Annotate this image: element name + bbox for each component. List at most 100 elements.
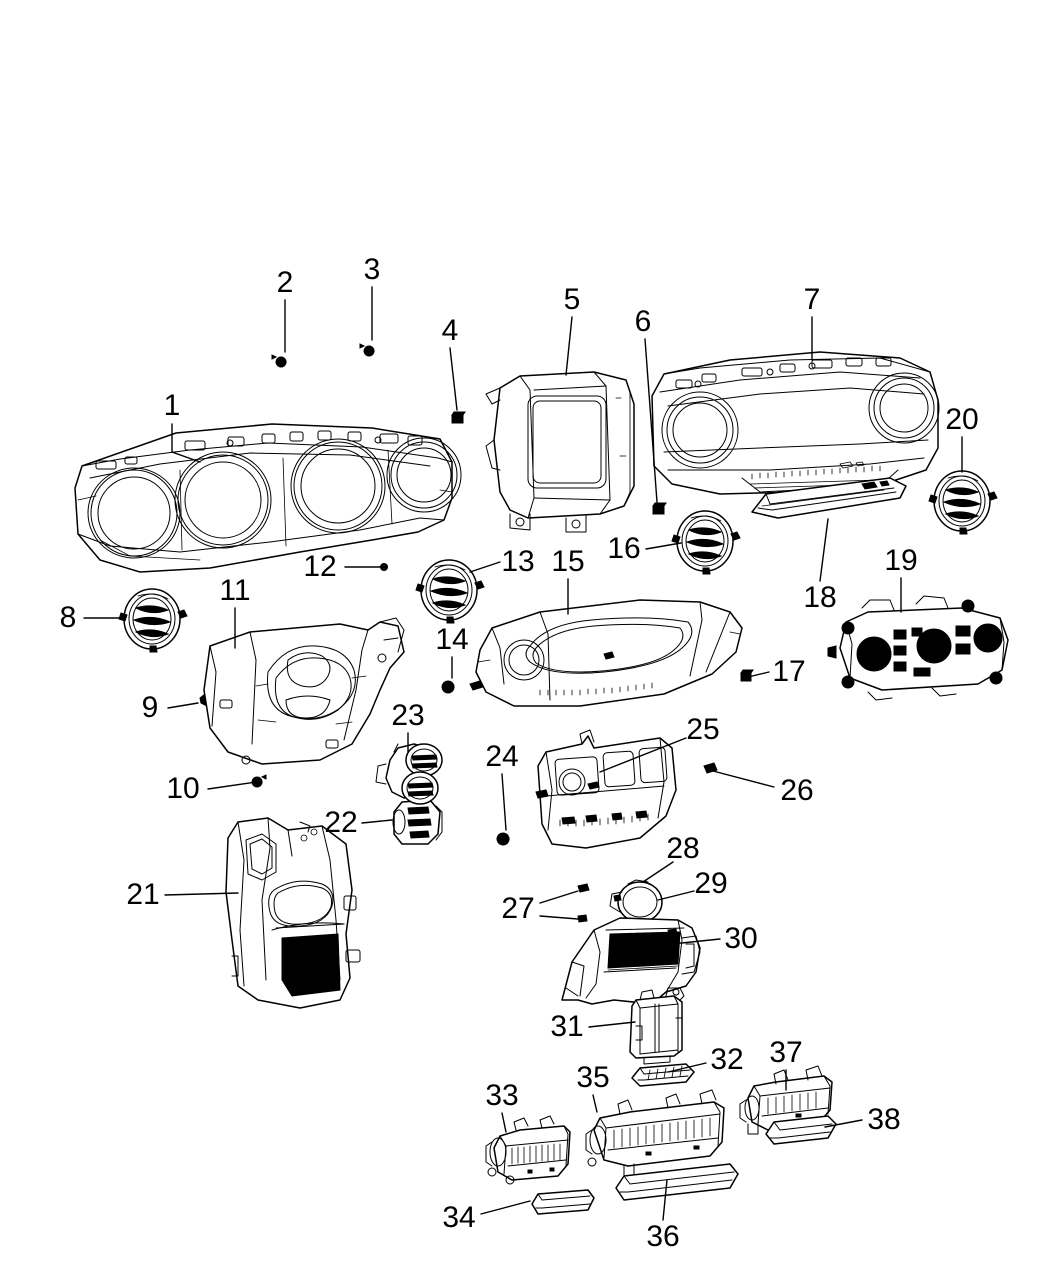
callout-number-20: 20	[945, 403, 979, 436]
leader-line-35	[592, 1094, 598, 1113]
leader-line-6	[644, 338, 658, 503]
leader-line-33	[501, 1112, 507, 1133]
part-8-air-vent	[118, 588, 188, 653]
leader-line-38	[824, 1119, 863, 1128]
part-17-clip	[740, 669, 754, 682]
callout-number-27: 27	[501, 892, 535, 925]
callout-number-26: 26	[780, 774, 814, 807]
callout-number-8: 8	[59, 601, 77, 634]
callout-number-14: 14	[435, 623, 469, 656]
part-20-air-vent	[928, 470, 998, 535]
part-22-power-plug	[392, 799, 443, 845]
leader-line-21	[164, 892, 239, 896]
callout-number-6: 6	[634, 305, 652, 338]
leader-line-34	[480, 1200, 531, 1215]
part-34-duct-grille	[531, 1189, 595, 1215]
part-27-clips	[577, 883, 590, 923]
part-16-air-vent	[671, 510, 741, 575]
callout-number-10: 10	[166, 772, 200, 805]
part-23-power-receptacle	[375, 743, 443, 805]
callout-number-24: 24	[485, 740, 519, 773]
part-13-air-vent	[415, 559, 485, 624]
callout-number-15: 15	[551, 545, 585, 578]
part-33-duct-housing	[485, 1115, 571, 1185]
part-21-end-cap	[225, 817, 361, 1009]
leader-line-31	[588, 1021, 636, 1028]
leader-line-1	[171, 423, 201, 463]
part-3-screw	[359, 343, 375, 357]
part-38-duct-grille	[765, 1115, 837, 1145]
callout-number-17: 17	[772, 655, 806, 688]
callout-number-3: 3	[363, 253, 381, 286]
part-15-center-bezel	[469, 599, 743, 707]
leader-lines	[83, 286, 963, 1221]
callout-number-7: 7	[803, 283, 821, 316]
callout-number-21: 21	[126, 878, 160, 911]
callout-number-22: 22	[324, 806, 358, 839]
leader-line-36	[662, 1179, 668, 1221]
part-11-column-cover	[203, 617, 405, 765]
callout-number-23: 23	[391, 699, 425, 732]
leader-line-29	[657, 890, 695, 901]
part-35-duct-housing	[585, 1089, 725, 1177]
part-19-hvac-control	[827, 595, 1009, 701]
callout-number-38: 38	[867, 1103, 901, 1136]
callout-number-35: 35	[576, 1061, 610, 1094]
callout-number-1: 1	[163, 389, 181, 422]
part-30-closeout-panel	[561, 917, 701, 1005]
part-10-clip	[251, 774, 267, 788]
leader-line-9	[167, 702, 199, 709]
part-24-clip	[496, 832, 510, 846]
part-18-trim-applique	[751, 477, 907, 519]
callout-number-16: 16	[607, 532, 641, 565]
part-6-clip	[652, 502, 667, 515]
leader-line-32	[667, 1062, 707, 1073]
callout-number-2: 2	[276, 266, 294, 299]
part-2-screw	[271, 354, 287, 368]
leader-line-16	[645, 542, 682, 550]
leader-line-5	[565, 316, 573, 376]
callout-number-29: 29	[694, 867, 728, 900]
part-31-bin-housing	[629, 987, 685, 1065]
part-25-switch-bezel	[535, 729, 677, 849]
callout-number-19: 19	[884, 544, 918, 577]
leader-line-22	[361, 819, 393, 824]
callout-number-5: 5	[563, 283, 581, 316]
leader-line-30	[671, 938, 721, 945]
part-4-clip	[451, 411, 466, 424]
leader-line-10	[207, 781, 257, 790]
callout-number-12: 12	[303, 550, 337, 583]
callout-number-30: 30	[724, 922, 758, 955]
part-7-passenger-bezel	[651, 351, 940, 495]
callout-number-4: 4	[441, 314, 459, 347]
callout-number-18: 18	[803, 581, 837, 614]
leader-line-24	[501, 773, 507, 831]
callout-number-13: 13	[501, 545, 535, 578]
callout-number-11: 11	[219, 574, 251, 607]
callout-number-34: 34	[442, 1201, 476, 1234]
callout-number-25: 25	[686, 713, 720, 746]
part-36-duct-grille	[615, 1163, 739, 1201]
part-37-duct-housing	[739, 1065, 833, 1135]
callout-number-31: 31	[550, 1010, 584, 1043]
leader-line-27	[539, 890, 579, 904]
callout-number-9: 9	[141, 691, 159, 724]
callout-number-33: 33	[485, 1079, 519, 1112]
leader-line-26	[712, 770, 775, 788]
leader-line-25	[599, 737, 687, 773]
leader-line-17	[747, 671, 770, 678]
leader-line-4	[449, 347, 458, 411]
part-14-clip	[441, 680, 455, 694]
leader-line-18	[819, 518, 829, 582]
leader-line-28	[642, 861, 674, 883]
callout-number-32: 32	[710, 1043, 744, 1076]
callout-number-37: 37	[769, 1036, 803, 1069]
leader-line-13	[469, 561, 501, 573]
leader-line-27	[539, 915, 579, 920]
part-1-cluster-bezel	[74, 423, 462, 573]
part-5-radio-bezel	[485, 371, 635, 533]
part-32-bin-mat	[631, 1063, 695, 1087]
callout-number-28: 28	[666, 832, 700, 865]
